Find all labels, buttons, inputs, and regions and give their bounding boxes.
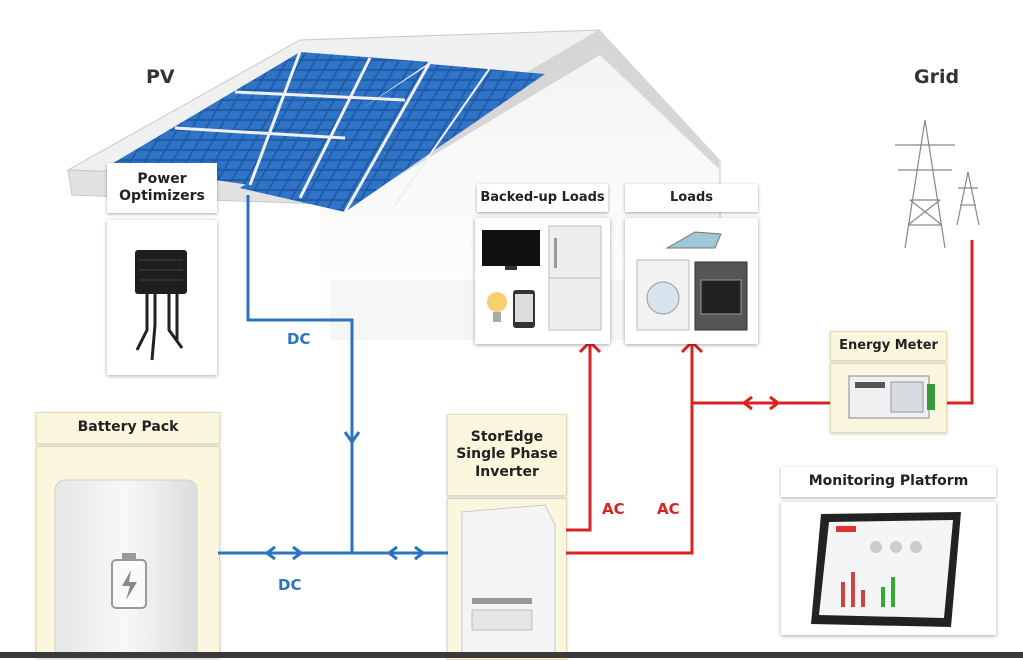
battery-icon xyxy=(54,479,198,658)
battery-pack-title: Battery Pack xyxy=(36,412,220,444)
backed-up-loads-title: Backed-up Loads xyxy=(477,184,608,212)
backed-up-loads-card xyxy=(475,218,610,344)
bulb-icon xyxy=(487,292,507,322)
monitoring-card xyxy=(781,502,996,635)
ac-label-left: AC xyxy=(602,500,625,518)
fridge-icon xyxy=(548,225,602,331)
washer-icon xyxy=(636,259,690,331)
dc-wiring xyxy=(218,195,448,561)
tv-icon xyxy=(482,230,540,270)
grid-label: Grid xyxy=(914,66,960,88)
bottom-divider xyxy=(0,652,1023,658)
dc-label-upper: DC xyxy=(287,330,311,348)
inverter-title: StorEdge Single Phase Inverter xyxy=(447,414,567,496)
meter-icon xyxy=(848,375,935,419)
oven-icon xyxy=(694,261,748,331)
pv-label: PV xyxy=(146,66,175,88)
power-optimizers-card xyxy=(107,220,217,375)
energy-meter-title: Energy Meter xyxy=(830,331,947,361)
tablet-icon xyxy=(811,512,961,627)
monitoring-title: Monitoring Platform xyxy=(781,467,996,497)
loads-title: Loads xyxy=(625,184,758,212)
solar-panel-icon xyxy=(110,51,545,213)
power-optimizers-title: Power Optimizers xyxy=(107,163,217,213)
energy-meter-card xyxy=(830,363,947,433)
ac-label-right: AC xyxy=(657,500,680,518)
pylon-icon xyxy=(895,119,980,249)
optimizer-icon xyxy=(135,250,187,361)
inverter-icon xyxy=(461,504,556,658)
phone-icon xyxy=(513,290,535,328)
iron-icon xyxy=(665,231,722,249)
dc-label-lower: DC xyxy=(278,576,302,594)
loads-card xyxy=(625,218,758,344)
